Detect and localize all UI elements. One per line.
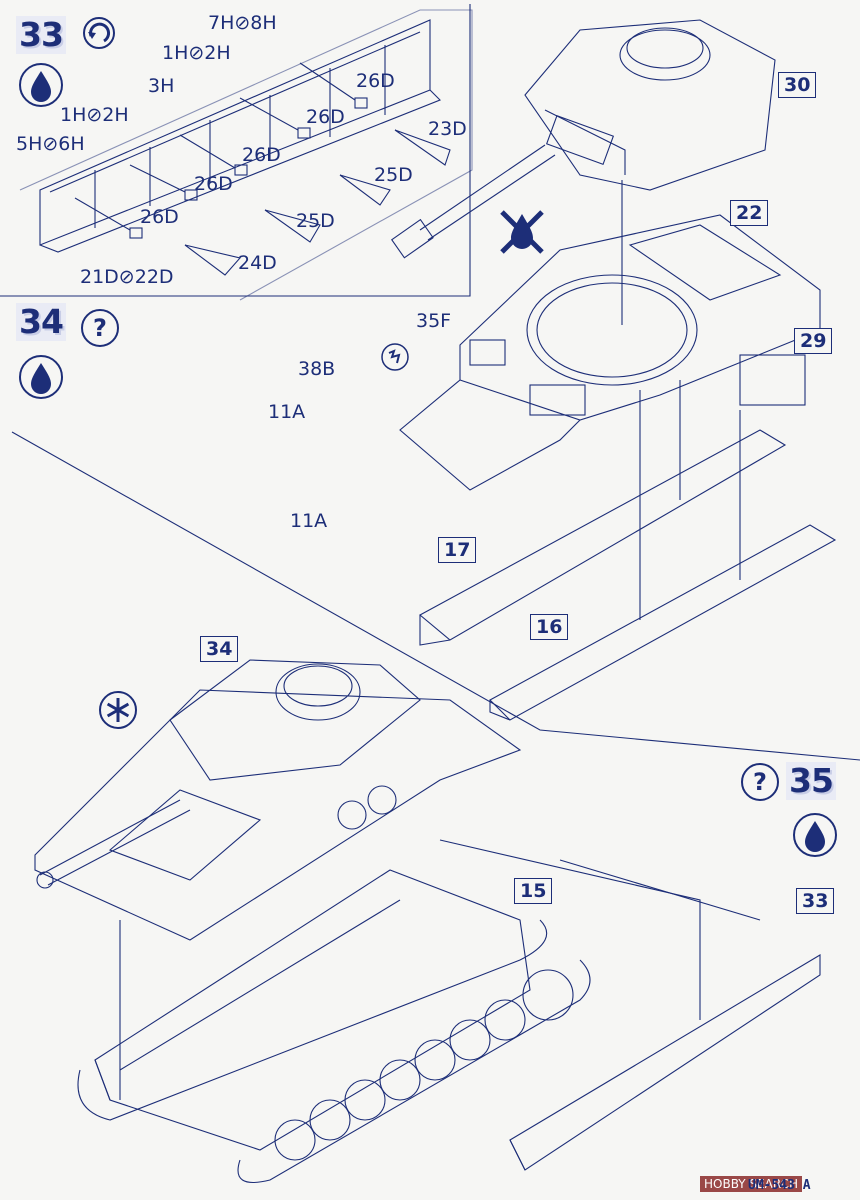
subassembly-ref: 16	[530, 614, 569, 640]
part-label: 26D	[356, 70, 395, 92]
subassembly-ref: 29	[794, 328, 833, 354]
glue-icon	[18, 354, 64, 404]
glue-icon	[18, 62, 64, 112]
chassis-drawing	[77, 869, 591, 1184]
page-code: UM-543 A	[748, 1178, 811, 1193]
subassembly-ref: 22	[730, 200, 769, 226]
subassembly-ref: 30	[778, 72, 817, 98]
part-label: 11A	[268, 401, 306, 423]
subassembly-ref: 17	[438, 537, 477, 563]
subassembly-ref: 34	[200, 636, 239, 662]
part-label: 26D	[306, 106, 345, 128]
hull-drawing	[399, 214, 821, 491]
part-label: 35F	[416, 310, 452, 332]
fender-assembly	[19, 9, 473, 301]
rotate-icon	[82, 16, 116, 54]
step-number-33: 33	[16, 16, 66, 54]
part-label: 1H⊘2H	[162, 42, 231, 64]
complete-tank-drawing	[34, 659, 522, 941]
part-label: 38B	[298, 358, 336, 380]
asterisk-icon	[98, 690, 138, 734]
question-icon: ?	[80, 308, 120, 352]
no-glue-icon	[494, 204, 550, 264]
part-label: 26D	[140, 206, 179, 228]
track-guard-16	[489, 524, 837, 721]
glue-icon	[792, 812, 838, 862]
part-label: 5H⊘6H	[16, 133, 85, 155]
svg-text:?: ?	[93, 314, 107, 342]
subassembly-ref: 33	[796, 888, 835, 914]
part-label: 11A	[290, 510, 328, 532]
part-label: 7H⊘8H	[208, 12, 277, 34]
turret-drawing	[390, 19, 776, 325]
divider-33	[0, 4, 471, 297]
part-label: 23D	[428, 118, 467, 140]
part-label: 25D	[374, 164, 413, 186]
svg-text:?: ?	[753, 768, 767, 796]
side-skirt-33	[509, 954, 821, 1171]
part-label: 1H⊘2H	[60, 104, 129, 126]
part-label: 3H	[148, 75, 175, 97]
part-label: 26D	[242, 144, 281, 166]
watermark: HOBBY SEARCH	[700, 1176, 802, 1192]
part-label: 25D	[296, 210, 335, 232]
flexible-part-icon	[380, 342, 410, 376]
subassembly-ref: 15	[514, 878, 553, 904]
question-icon: ?	[740, 762, 780, 806]
track-guard-17	[419, 429, 787, 646]
step-number-35: 35	[786, 762, 836, 800]
part-label: 24D	[238, 252, 277, 274]
step-number-34: 34	[16, 303, 66, 341]
part-label: 21D⊘22D	[80, 266, 174, 288]
part-label: 26D	[194, 173, 233, 195]
divider-34-35	[11, 431, 860, 761]
